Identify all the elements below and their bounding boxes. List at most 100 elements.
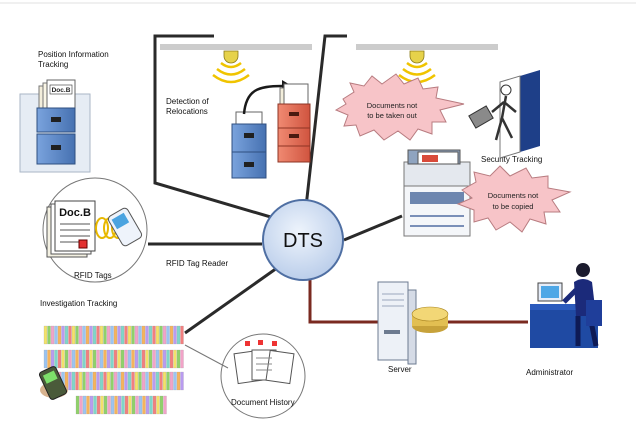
position-tracking-label-2: Tracking [38,60,68,69]
binder-spine [142,395,146,415]
binder-spine [92,349,97,369]
binder-spine [54,349,58,369]
binder-spine [145,349,149,369]
connector-investigation [184,266,278,335]
connector-security [304,34,347,208]
svg-text:Documents not: Documents not [488,191,539,200]
binder-spine [89,325,93,345]
binder-spine [78,371,83,391]
binder-spine [61,325,65,345]
binder-spine [96,371,100,391]
relocation-label-1: Detection of [166,97,209,106]
connector-relocation [153,34,292,225]
binder-spine [75,371,79,391]
server-icon [377,281,449,365]
binder-spine [103,325,107,345]
binder-spine [127,325,132,345]
binder-spine [43,325,48,345]
binder-spine [173,325,177,345]
binder-spine [127,349,132,369]
binder-spine [85,371,90,391]
binder-spine [110,349,114,369]
binder-spine [131,395,136,415]
binder-spine [106,349,111,369]
binder-spine [173,371,177,391]
svg-text:Documents not: Documents not [367,101,418,110]
binder-spine [141,325,146,345]
binder-spine [120,325,125,345]
binder-spine [159,349,163,369]
binder-spine [162,325,167,345]
binder-spine [152,325,156,345]
callout-no-copy: Documents not to be copied [456,165,572,233]
ceiling-bar-right [356,44,498,50]
binder-spine [64,325,69,345]
file-binders-icon [43,325,184,415]
binder-spine [176,325,181,345]
binder-spine [173,349,177,369]
rfid-tags-panel: Doc.B [42,177,148,283]
binder-spine [134,371,139,391]
relocation-arrow [242,84,283,115]
relocation-label-2: Relocations [166,107,208,116]
binder-spine [138,395,143,415]
binder-spine [89,395,94,415]
binder-spine [124,371,128,391]
binder-spine [107,395,111,415]
position-tracking-label-1: Position Information [38,50,109,59]
binder-spine [141,349,146,369]
doc-tag-large: Doc.B [59,207,91,219]
binder-spine [47,325,51,345]
binder-spine [176,371,181,391]
binder-spine [64,349,69,369]
binder-spine [131,325,135,345]
binder-spine [96,325,100,345]
security-tracking-label: Security Tracking [481,155,542,164]
binder-spine [131,371,135,391]
binder-spine [127,371,132,391]
binder-spine [110,395,115,415]
rfid-reader-icon [107,207,143,247]
binder-spine [169,325,174,345]
binder-spine [117,371,121,391]
binder-spine [103,349,107,369]
binder-spine [117,395,122,415]
binder-spine [145,325,149,345]
binder-spine [152,395,157,415]
binder-spine [169,349,174,369]
binder-spine [162,349,167,369]
binder-spine [57,325,62,345]
binder-spine [176,349,181,369]
binder-spine [152,349,156,369]
binder-spine [71,371,76,391]
binder-spine [169,371,174,391]
binder-spine [117,325,121,345]
binder-spine [121,395,125,415]
binder-spine [75,349,79,369]
connectors [148,34,403,335]
binder-spine [135,395,139,415]
doc-tag: Doc.B [52,87,71,94]
server-label: Server [388,365,412,374]
binder-spine [163,395,167,415]
binder-spine [134,349,139,369]
binder-spine [113,371,118,391]
binder-spine [79,395,83,415]
cabinet-icon [231,111,267,179]
connector-copier [343,214,403,242]
binder-spine [71,349,76,369]
document-icon [233,340,295,385]
binder-spine [89,371,93,391]
binder-spine [166,371,170,391]
security-gate-icon [468,70,540,159]
ceiling-reader-icon [212,50,250,84]
binder-spine [68,349,72,369]
binder-spine [138,349,142,369]
administrator-label: Administrator [526,368,573,377]
binder-spine [85,325,90,345]
binder-spine [152,371,156,391]
binder-spine [166,349,170,369]
binder-spine [124,349,128,369]
binder-spine [148,371,153,391]
